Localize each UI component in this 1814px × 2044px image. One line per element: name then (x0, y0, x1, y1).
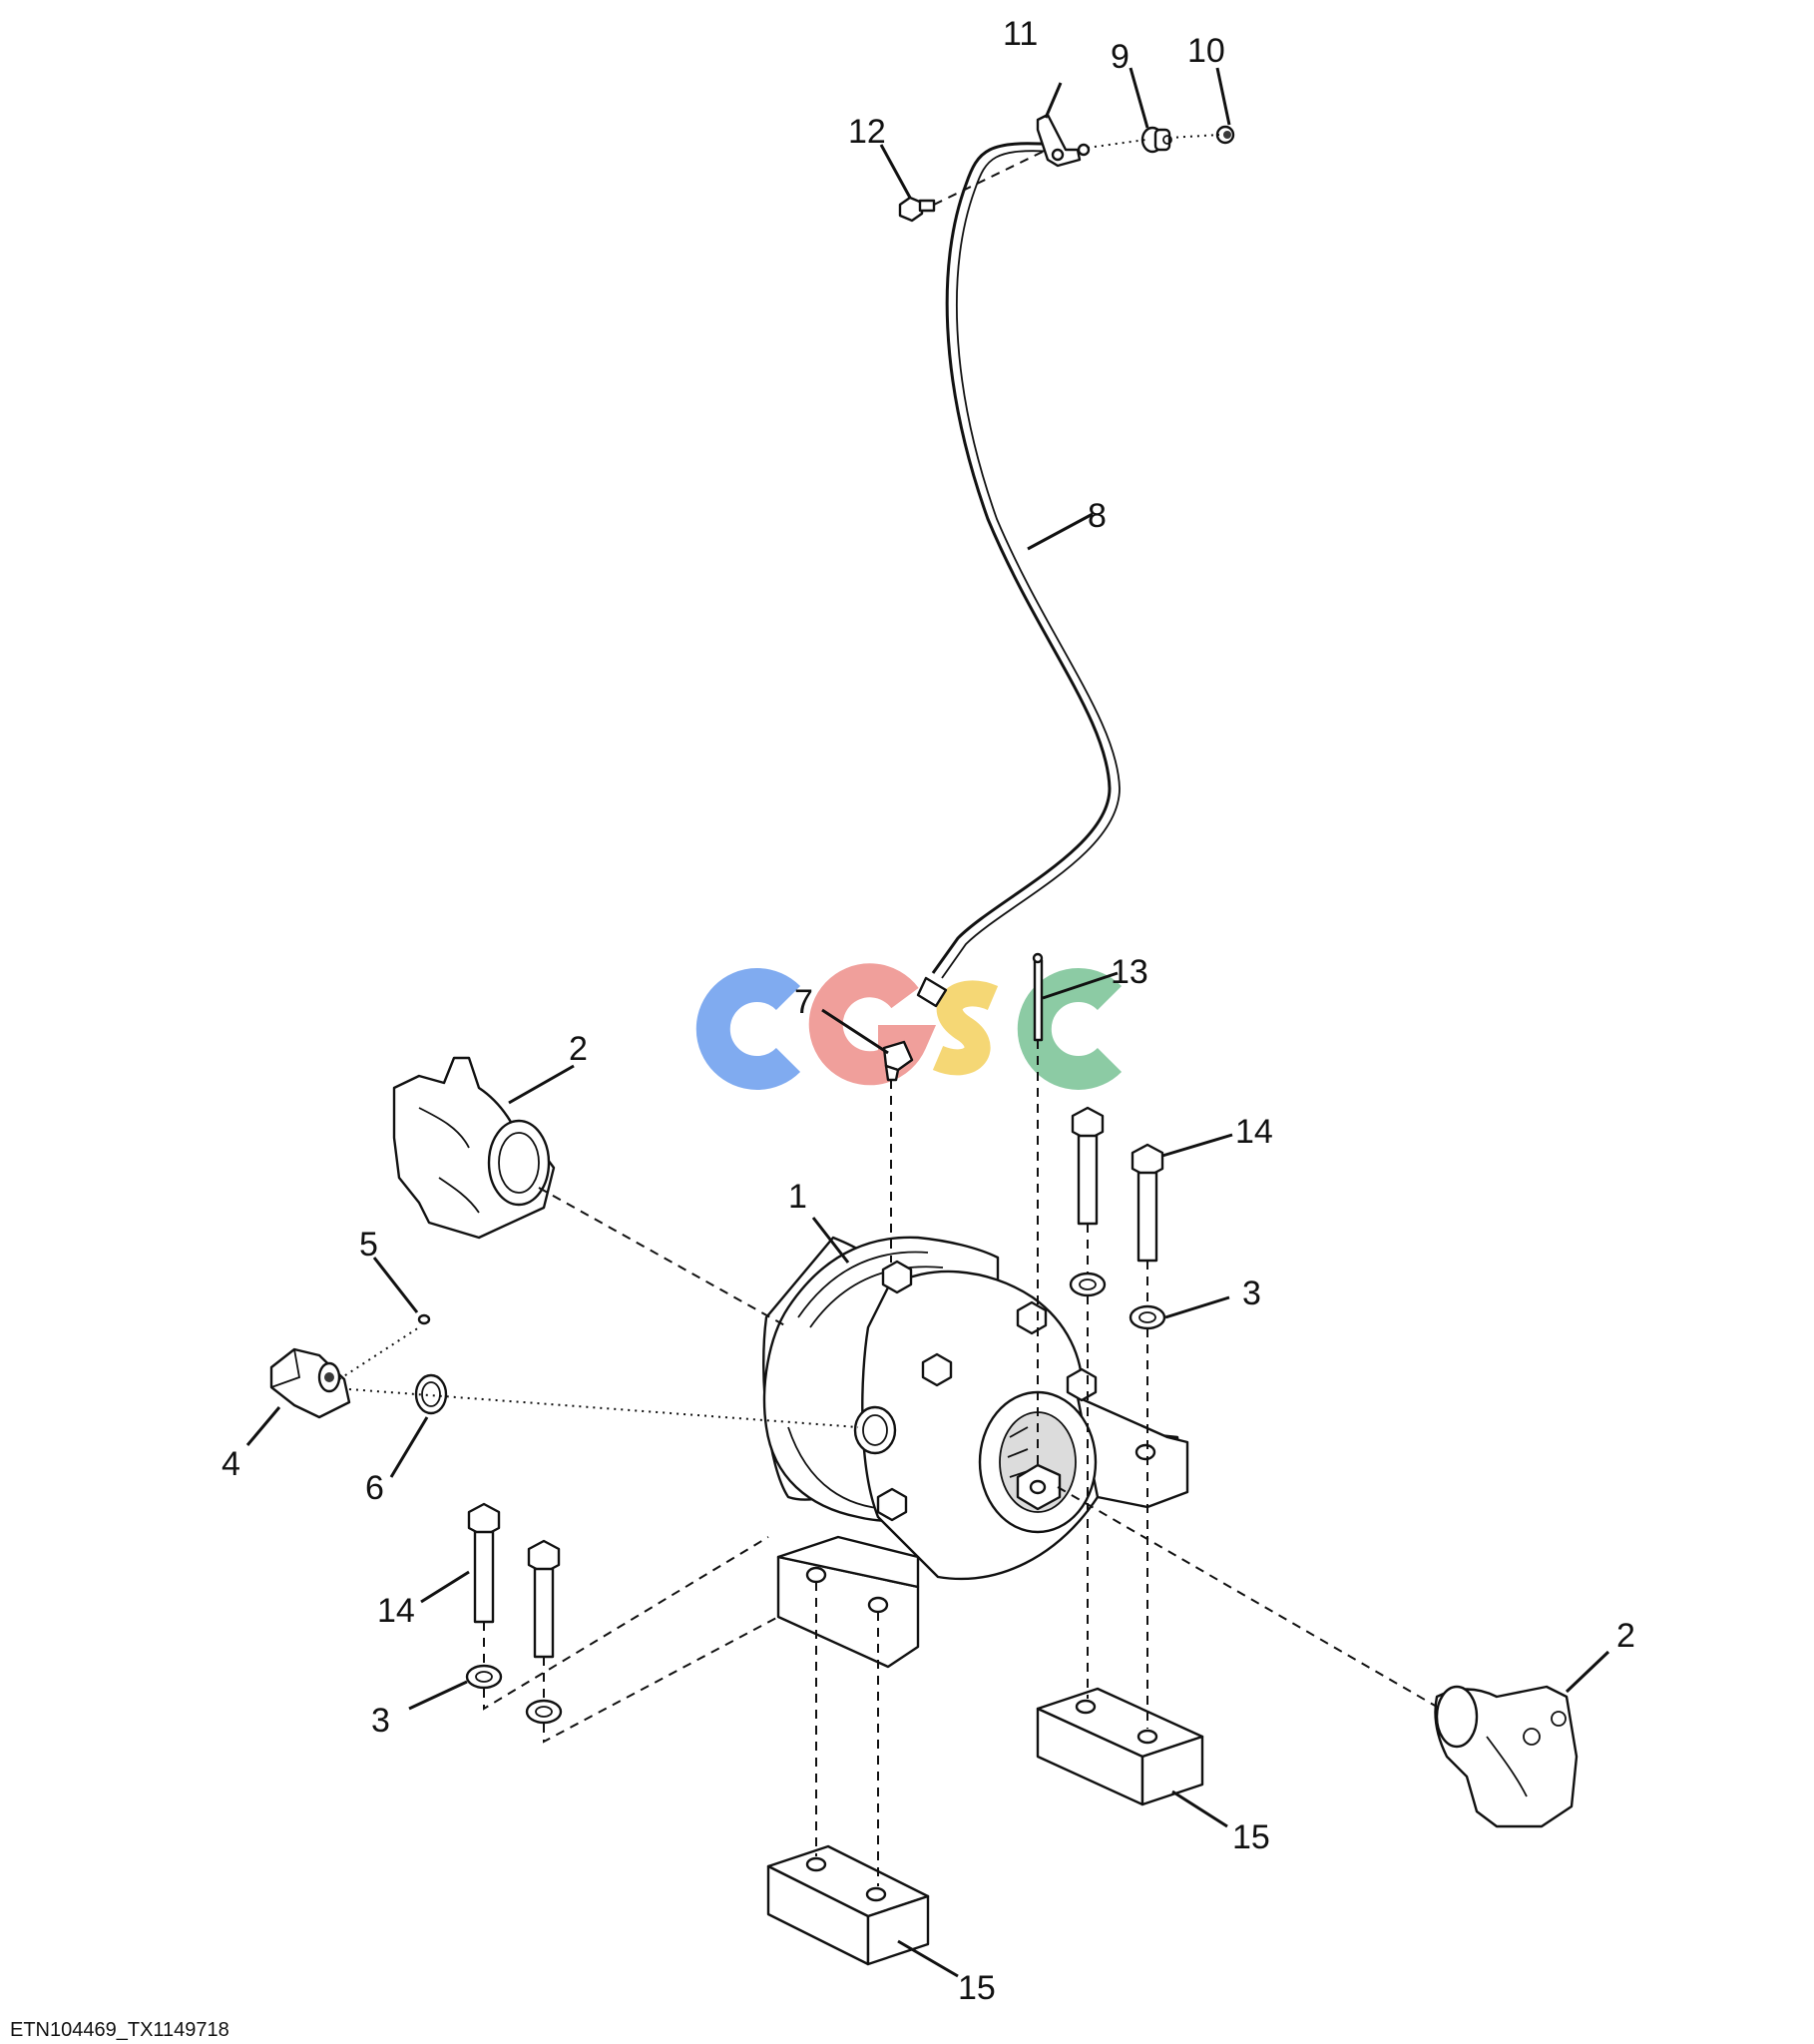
callout-2-upper: 2 (569, 1030, 588, 1068)
spacer-block-bottom (766, 1844, 930, 1966)
callout-6: 6 (365, 1469, 384, 1507)
callout-10: 10 (1187, 32, 1225, 70)
cap-screws-right (1071, 1106, 1164, 1263)
callout-9: 9 (1111, 38, 1130, 76)
small-fitting (1215, 125, 1235, 145)
yoke-right (1434, 1685, 1579, 1828)
callout-1: 1 (788, 1178, 807, 1216)
callout-3-left: 3 (371, 1702, 390, 1740)
pin (1032, 952, 1044, 1042)
callout-14-right: 14 (1235, 1113, 1273, 1151)
callout-15-bottom: 15 (958, 1969, 996, 2007)
washers-right (1069, 1272, 1166, 1330)
callout-8: 8 (1088, 497, 1107, 535)
callout-7: 7 (794, 983, 813, 1021)
o-ring-large (414, 1373, 448, 1415)
callout-14-left: 14 (377, 1592, 415, 1630)
brake-hose (931, 142, 1121, 979)
bracket (1036, 113, 1091, 168)
callout-3-right: 3 (1242, 1275, 1261, 1312)
hose-end-fitting (916, 976, 948, 1008)
elbow-fitting (882, 1040, 914, 1082)
o-ring-small (417, 1313, 431, 1325)
callout-4: 4 (222, 1445, 240, 1483)
cap-screws-left (467, 1502, 561, 1659)
fitting-nut (1140, 126, 1172, 154)
callout-13: 13 (1111, 953, 1148, 991)
callout-labels: 1 2 2 3 3 4 5 6 7 8 9 10 11 12 13 14 14 … (222, 15, 1635, 2007)
yoke-left (392, 1056, 556, 1240)
callout-2-lower: 2 (1616, 1617, 1635, 1655)
brake-housing (762, 1236, 1189, 1669)
callout-5: 5 (359, 1226, 378, 1264)
assembly-lines (338, 1040, 1438, 1886)
leader-lines (245, 67, 1610, 1978)
callout-12: 12 (848, 113, 886, 151)
sensor (269, 1347, 351, 1419)
figure-code: ETN104469_TX1149718 (10, 2019, 229, 2041)
spacer-block-right (1036, 1687, 1204, 1806)
callout-11: 11 (1003, 15, 1038, 53)
housing-bolts (876, 1260, 1098, 1522)
washers-left (465, 1664, 563, 1725)
cap-screw-small (898, 196, 936, 223)
callout-15-right: 15 (1232, 1818, 1270, 1856)
